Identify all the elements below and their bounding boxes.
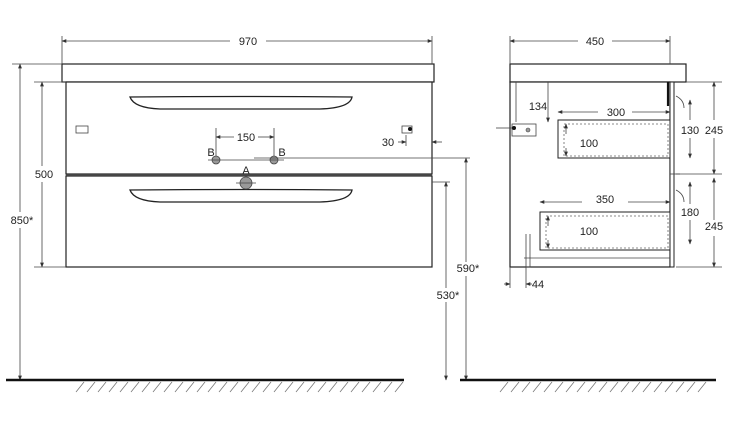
floor-hatch-line	[532, 381, 542, 393]
floor-hatch-line	[620, 381, 630, 393]
floor-hatch-line	[130, 381, 140, 393]
floor-hatch-line	[152, 381, 162, 393]
floor-hatch-line	[361, 381, 371, 393]
floor-hatch-line	[653, 381, 663, 393]
dim-130-label: 130	[681, 125, 699, 137]
dim-245-bottom-label: 245	[705, 221, 723, 233]
floor-hatch-line	[273, 381, 283, 393]
side-front-panel	[669, 81, 675, 268]
front-countertop	[61, 63, 435, 83]
floor-hatch-line	[86, 381, 96, 393]
right-fixing-point	[408, 127, 412, 131]
siphon-icon	[511, 123, 537, 137]
floor-hatch-line	[163, 381, 173, 393]
floor-hatch-line	[196, 381, 206, 393]
front-view: 970 150 B B A 30 500 850* 590*	[11, 36, 480, 381]
upper-drawer-box	[557, 119, 671, 159]
floor-hatch-line	[284, 381, 294, 393]
floor-hatch-line	[543, 381, 553, 393]
floor-hatch-line	[394, 381, 404, 393]
upper-handle	[129, 95, 353, 110]
right-bracket-icon	[401, 125, 413, 134]
floor-hatch-line	[372, 381, 382, 393]
floor-hatch-line	[295, 381, 305, 393]
dim-350-label: 350	[596, 194, 614, 206]
side-countertop	[509, 63, 687, 83]
floor-hatch-line	[521, 381, 531, 393]
floor-hatch-line	[240, 381, 250, 393]
side-view: 450 134 300 100 130 245 350 100	[496, 36, 723, 291]
lower-drawer-box	[539, 211, 671, 251]
dim-100-top-label: 100	[580, 138, 598, 150]
dim-134-label: 134	[529, 101, 547, 113]
floor-hatch-line	[499, 381, 509, 393]
floor-hatch-line	[207, 381, 217, 393]
tap-left-label: B	[207, 147, 214, 159]
floor-hatch-line	[664, 381, 674, 393]
floor-hatch-line	[350, 381, 360, 393]
floor-hatch-line	[317, 381, 327, 393]
floor	[6, 378, 716, 393]
left-bracket-icon	[75, 125, 89, 134]
floor-hatch-line	[174, 381, 184, 393]
dim-245-top-label: 245	[705, 125, 723, 137]
floor-hatch-line	[328, 381, 338, 393]
floor-hatch-line	[675, 381, 685, 393]
floor-hatch-line	[251, 381, 261, 393]
floor-hatch-line	[141, 381, 151, 393]
tap-right-label: B	[278, 147, 285, 159]
floor-hatch-line	[642, 381, 652, 393]
height-590-label: 590*	[457, 263, 480, 275]
floor-hatch-line	[218, 381, 228, 393]
floor-hatch-line	[565, 381, 575, 393]
dim-100-bottom-label: 100	[580, 226, 598, 238]
floor-hatch-line	[631, 381, 641, 393]
dim-44-label: 44	[532, 279, 544, 291]
floor-hatch-line	[598, 381, 608, 393]
height-530-label: 530*	[437, 290, 460, 302]
floor-hatch-line	[339, 381, 349, 393]
floor-hatch-line	[229, 381, 239, 393]
floor-hatch-line	[75, 381, 85, 393]
side-offset-label: 30	[382, 137, 394, 149]
floor-hatch-line	[554, 381, 564, 393]
floor-hatch-line	[306, 381, 316, 393]
lower-handle	[129, 188, 353, 203]
drain-label: A	[242, 165, 250, 177]
depth-450-label: 450	[586, 36, 604, 48]
dim-300-label: 300	[607, 107, 625, 119]
width-970-label: 970	[239, 36, 257, 48]
tap-spacing-label: 150	[237, 132, 255, 144]
floor-hatch-line	[609, 381, 619, 393]
floor-hatch-line	[108, 381, 118, 393]
floor-hatch-line	[576, 381, 586, 393]
floor-hatch-line	[262, 381, 272, 393]
floor-hatch-line	[383, 381, 393, 393]
floor-hatch-line	[697, 381, 707, 393]
height-500-label: 500	[35, 169, 53, 181]
floor-hatch-line	[587, 381, 597, 393]
floor-hatch-line	[185, 381, 195, 393]
floor-hatch-line	[686, 381, 696, 393]
floor-hatch-line	[97, 381, 107, 393]
floor-hatch-line	[510, 381, 520, 393]
floor-hatch-line	[119, 381, 129, 393]
dim-180-label: 180	[681, 207, 699, 219]
height-850-label: 850*	[11, 215, 34, 227]
